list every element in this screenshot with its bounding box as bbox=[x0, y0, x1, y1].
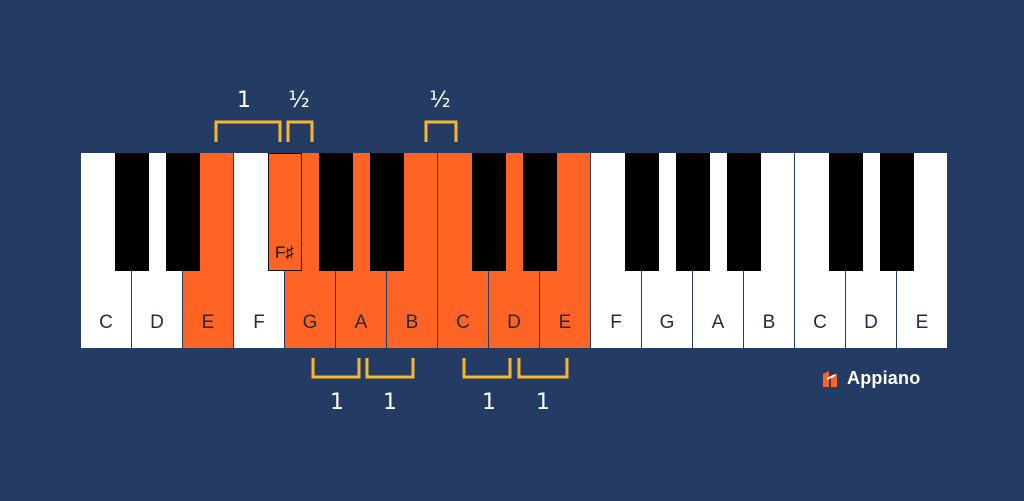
interval-label-top-1: 1 bbox=[237, 88, 251, 113]
key-label: E bbox=[915, 312, 929, 333]
key-label: F bbox=[253, 312, 265, 333]
bracket-bottom-c-d bbox=[462, 358, 512, 379]
black-key[interactable] bbox=[471, 153, 506, 271]
key-label: D bbox=[507, 312, 521, 333]
key-label: D bbox=[150, 312, 164, 333]
black-key[interactable] bbox=[165, 153, 200, 271]
key-label: C bbox=[99, 312, 113, 333]
key-label: A bbox=[711, 312, 725, 333]
key-label: G bbox=[659, 312, 675, 333]
key-label: D bbox=[864, 312, 878, 333]
bracket-top-fsharp-g bbox=[286, 120, 314, 142]
black-key[interactable] bbox=[828, 153, 863, 271]
interval-label-bottom-3: 1 bbox=[482, 390, 496, 415]
interval-label-bottom-1: 1 bbox=[330, 390, 344, 415]
bracket-bottom-g-a bbox=[311, 358, 361, 379]
key-label: E bbox=[201, 312, 215, 333]
interval-label-bottom-2: 1 bbox=[383, 390, 397, 415]
key-label: C bbox=[456, 312, 470, 333]
black-key[interactable] bbox=[318, 153, 353, 271]
black-key-fsharp[interactable]: F♯ bbox=[267, 153, 302, 271]
key-label: F♯ bbox=[275, 243, 294, 262]
appiano-logo: Appiano bbox=[821, 368, 920, 389]
interval-label-top-2: ½ bbox=[288, 88, 310, 113]
black-key[interactable] bbox=[522, 153, 557, 271]
bracket-bottom-d-e bbox=[517, 358, 569, 379]
black-key[interactable] bbox=[369, 153, 404, 271]
bracket-top-b-c bbox=[424, 120, 458, 142]
black-key[interactable] bbox=[675, 153, 710, 271]
key-label: C bbox=[813, 312, 827, 333]
bracket-bottom-a-b bbox=[365, 358, 415, 379]
black-key[interactable] bbox=[726, 153, 761, 271]
black-key[interactable] bbox=[879, 153, 914, 271]
key-label: E bbox=[558, 312, 572, 333]
bracket-top-e-fsharp bbox=[214, 120, 282, 142]
appiano-logo-icon bbox=[823, 370, 837, 387]
key-label: G bbox=[302, 312, 318, 333]
black-key[interactable] bbox=[624, 153, 659, 271]
interval-label-bottom-4: 1 bbox=[536, 390, 550, 415]
appiano-logo-text: Appiano bbox=[847, 368, 921, 388]
interval-label-top-3: ½ bbox=[429, 88, 451, 113]
key-label: B bbox=[405, 312, 419, 333]
black-key[interactable] bbox=[114, 153, 149, 271]
key-label: B bbox=[762, 312, 776, 333]
piano-keyboard: C D E F G A B C D E F G A B C D E F♯ bbox=[81, 153, 947, 348]
key-label: F bbox=[610, 312, 622, 333]
key-label: A bbox=[354, 312, 368, 333]
